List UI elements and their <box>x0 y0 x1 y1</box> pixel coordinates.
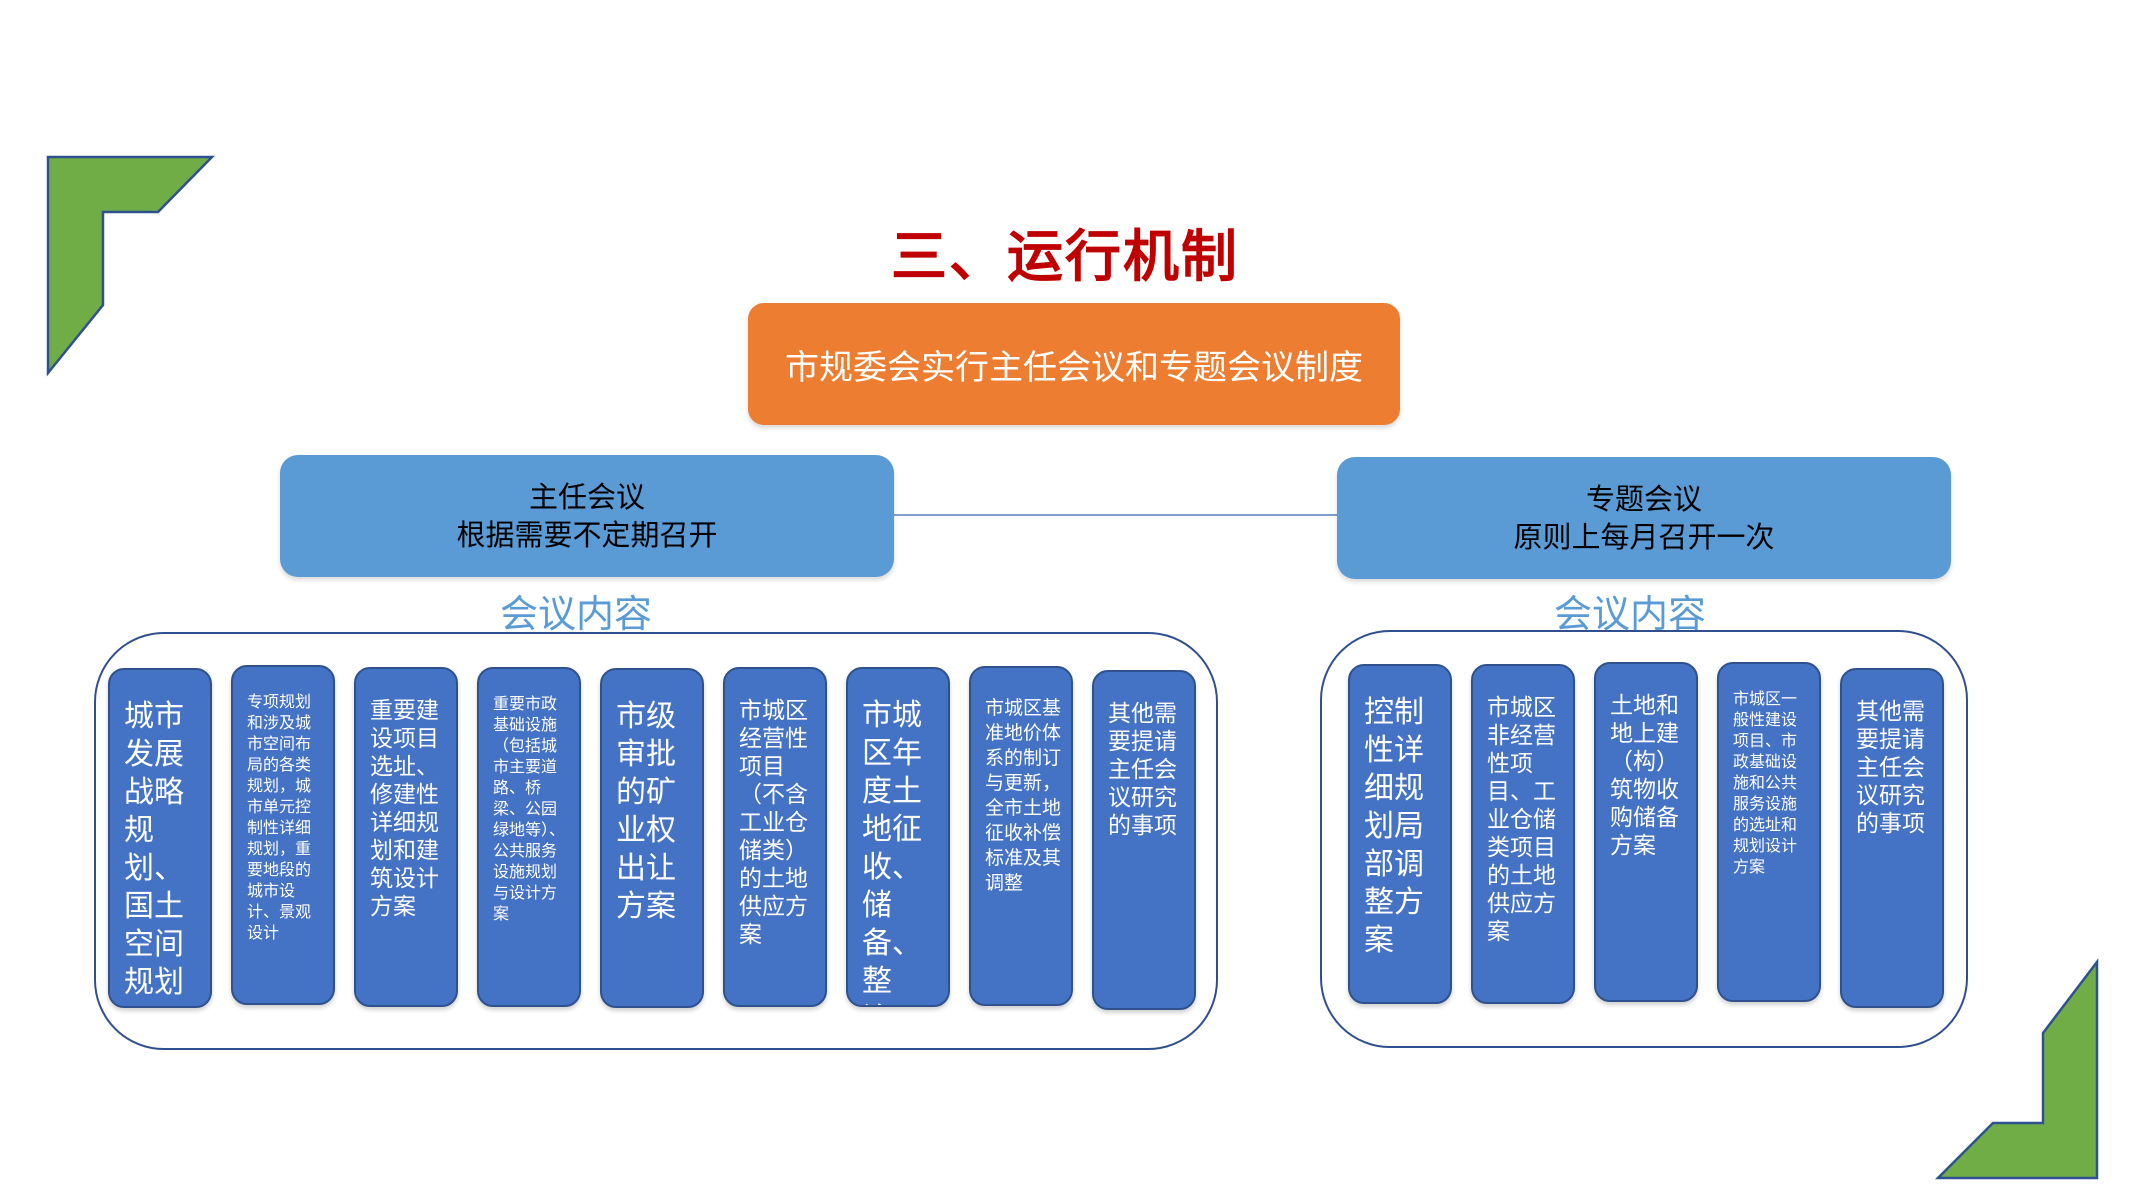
special-item-card: 土地和地上建（构）筑物收购储备方案 <box>1594 662 1698 1002</box>
director-item-card: 专项规划和涉及城市空间布局的各类规划，城市单元控制性详细规划，重要地段的城市设计… <box>231 665 335 1005</box>
special-item-card: 市城区一般性建设项目、市政基础设施和公共服务设施的选址和规划设计方案 <box>1717 662 1821 1002</box>
director-item-card: 市城区年度土地征收、储备、整治、供应计划 <box>846 667 950 1007</box>
director-meeting-schedule: 根据需要不定期召开 <box>456 518 718 552</box>
director-meeting-box: 主任会议 根据需要不定期召开 <box>280 455 894 577</box>
root-system-text: 市规委会实行主任会议和专题会议制度 <box>785 347 1363 388</box>
director-meeting-content-label: 会议内容 <box>499 592 652 636</box>
page-title: 三、运行机制 <box>891 225 1239 290</box>
director-item-card: 市级审批的矿业权出让方案 <box>600 668 704 1008</box>
special-meeting-name: 专题会议 <box>1585 482 1702 516</box>
special-meeting-content-label: 会议内容 <box>1553 592 1706 636</box>
director-item-card: 城市发展战略规划、国土空间规划 <box>108 668 212 1008</box>
special-item-card: 控制性详细规划局部调整方案 <box>1348 664 1452 1004</box>
special-item-card: 市城区非经营性项目、工业仓储类项目的土地供应方案 <box>1471 664 1575 1004</box>
director-item-card: 重要市政基础设施（包括城市主要道路、桥梁、公园绿地等）、公共服务设施规划与设计方… <box>477 667 581 1007</box>
director-item-card: 重要建设项目选址、修建性详细规划和建筑设计方案 <box>354 667 458 1007</box>
director-item-card: 市城区经营性项目（不含工业仓储类）的土地供应方案 <box>723 667 827 1007</box>
special-item-card: 其他需要提请主任会议研究的事项 <box>1840 668 1944 1008</box>
corner-bracket-top-left <box>46 155 215 377</box>
special-meeting-box: 专题会议 原则上每月召开一次 <box>1337 457 1951 579</box>
director-item-card: 市城区基准地价体系的制订与更新，全市土地征收补偿标准及其调整 <box>969 666 1073 1006</box>
root-system-box: 市规委会实行主任会议和专题会议制度 <box>748 303 1400 425</box>
special-meeting-schedule: 原则上每月召开一次 <box>1513 520 1775 554</box>
director-meeting-name: 主任会议 <box>528 480 645 514</box>
corner-bracket-bottom-right <box>1934 958 2099 1180</box>
director-item-card: 其他需要提请主任会议研究的事项 <box>1092 670 1196 1010</box>
